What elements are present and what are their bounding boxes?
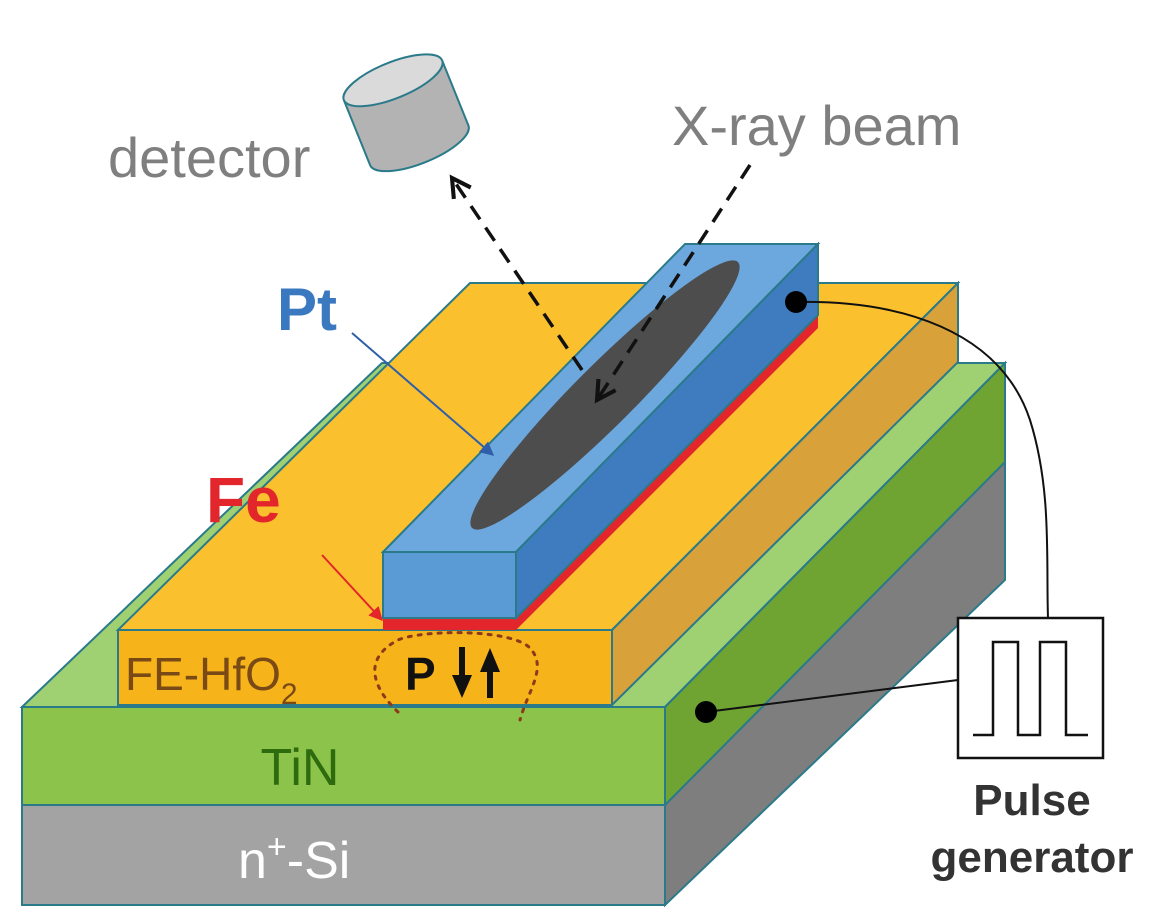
domain-boundary-dotted bbox=[373, 631, 539, 722]
contact-dot-pt bbox=[785, 291, 807, 313]
polarization-down-arrow bbox=[452, 647, 472, 698]
xray-incident-beam bbox=[597, 164, 752, 400]
pt-label: Pt bbox=[277, 276, 337, 343]
pulse-generator-label-line1: Pulse bbox=[973, 776, 1090, 825]
contact-dot-tin bbox=[695, 701, 717, 723]
polarization-label: P bbox=[405, 648, 436, 700]
cylinder-detector-icon bbox=[342, 53, 470, 173]
polarization-up-arrow bbox=[480, 648, 500, 698]
xray-diffracted-beam bbox=[452, 178, 584, 371]
wire-bottom bbox=[705, 679, 959, 713]
pt-electrode-front bbox=[382, 551, 517, 619]
pulse-generator-wiring bbox=[695, 291, 1049, 723]
polarization-domain bbox=[373, 631, 539, 722]
nsi-label-n: n bbox=[238, 832, 267, 890]
tin-label: TiN bbox=[261, 739, 340, 797]
hfo2-label-subscript: 2 bbox=[281, 678, 298, 711]
pulse-generator-label-line2: generator bbox=[931, 833, 1134, 882]
fe-pointer-arrow bbox=[321, 554, 383, 622]
si-substrate-layer bbox=[21, 459, 1006, 908]
fe-label: Fe bbox=[206, 464, 281, 536]
nsi-label-plus: + bbox=[267, 828, 287, 866]
nsi-label: n+-Si bbox=[238, 828, 350, 890]
tin-layer-front bbox=[21, 706, 666, 806]
si-substrate-front bbox=[21, 804, 666, 906]
square-pulse-icon bbox=[956, 616, 1105, 760]
nsi-label-rest: -Si bbox=[287, 832, 351, 890]
wire-top bbox=[795, 300, 1049, 619]
xray-beam-label: X-ray beam bbox=[672, 94, 961, 157]
hfo2-label-main: FE-HfO bbox=[125, 648, 281, 700]
pt-pointer-arrow bbox=[351, 332, 495, 456]
hfo2-label: FE-HfO2 bbox=[125, 648, 298, 711]
detector-label: detector bbox=[108, 126, 310, 189]
